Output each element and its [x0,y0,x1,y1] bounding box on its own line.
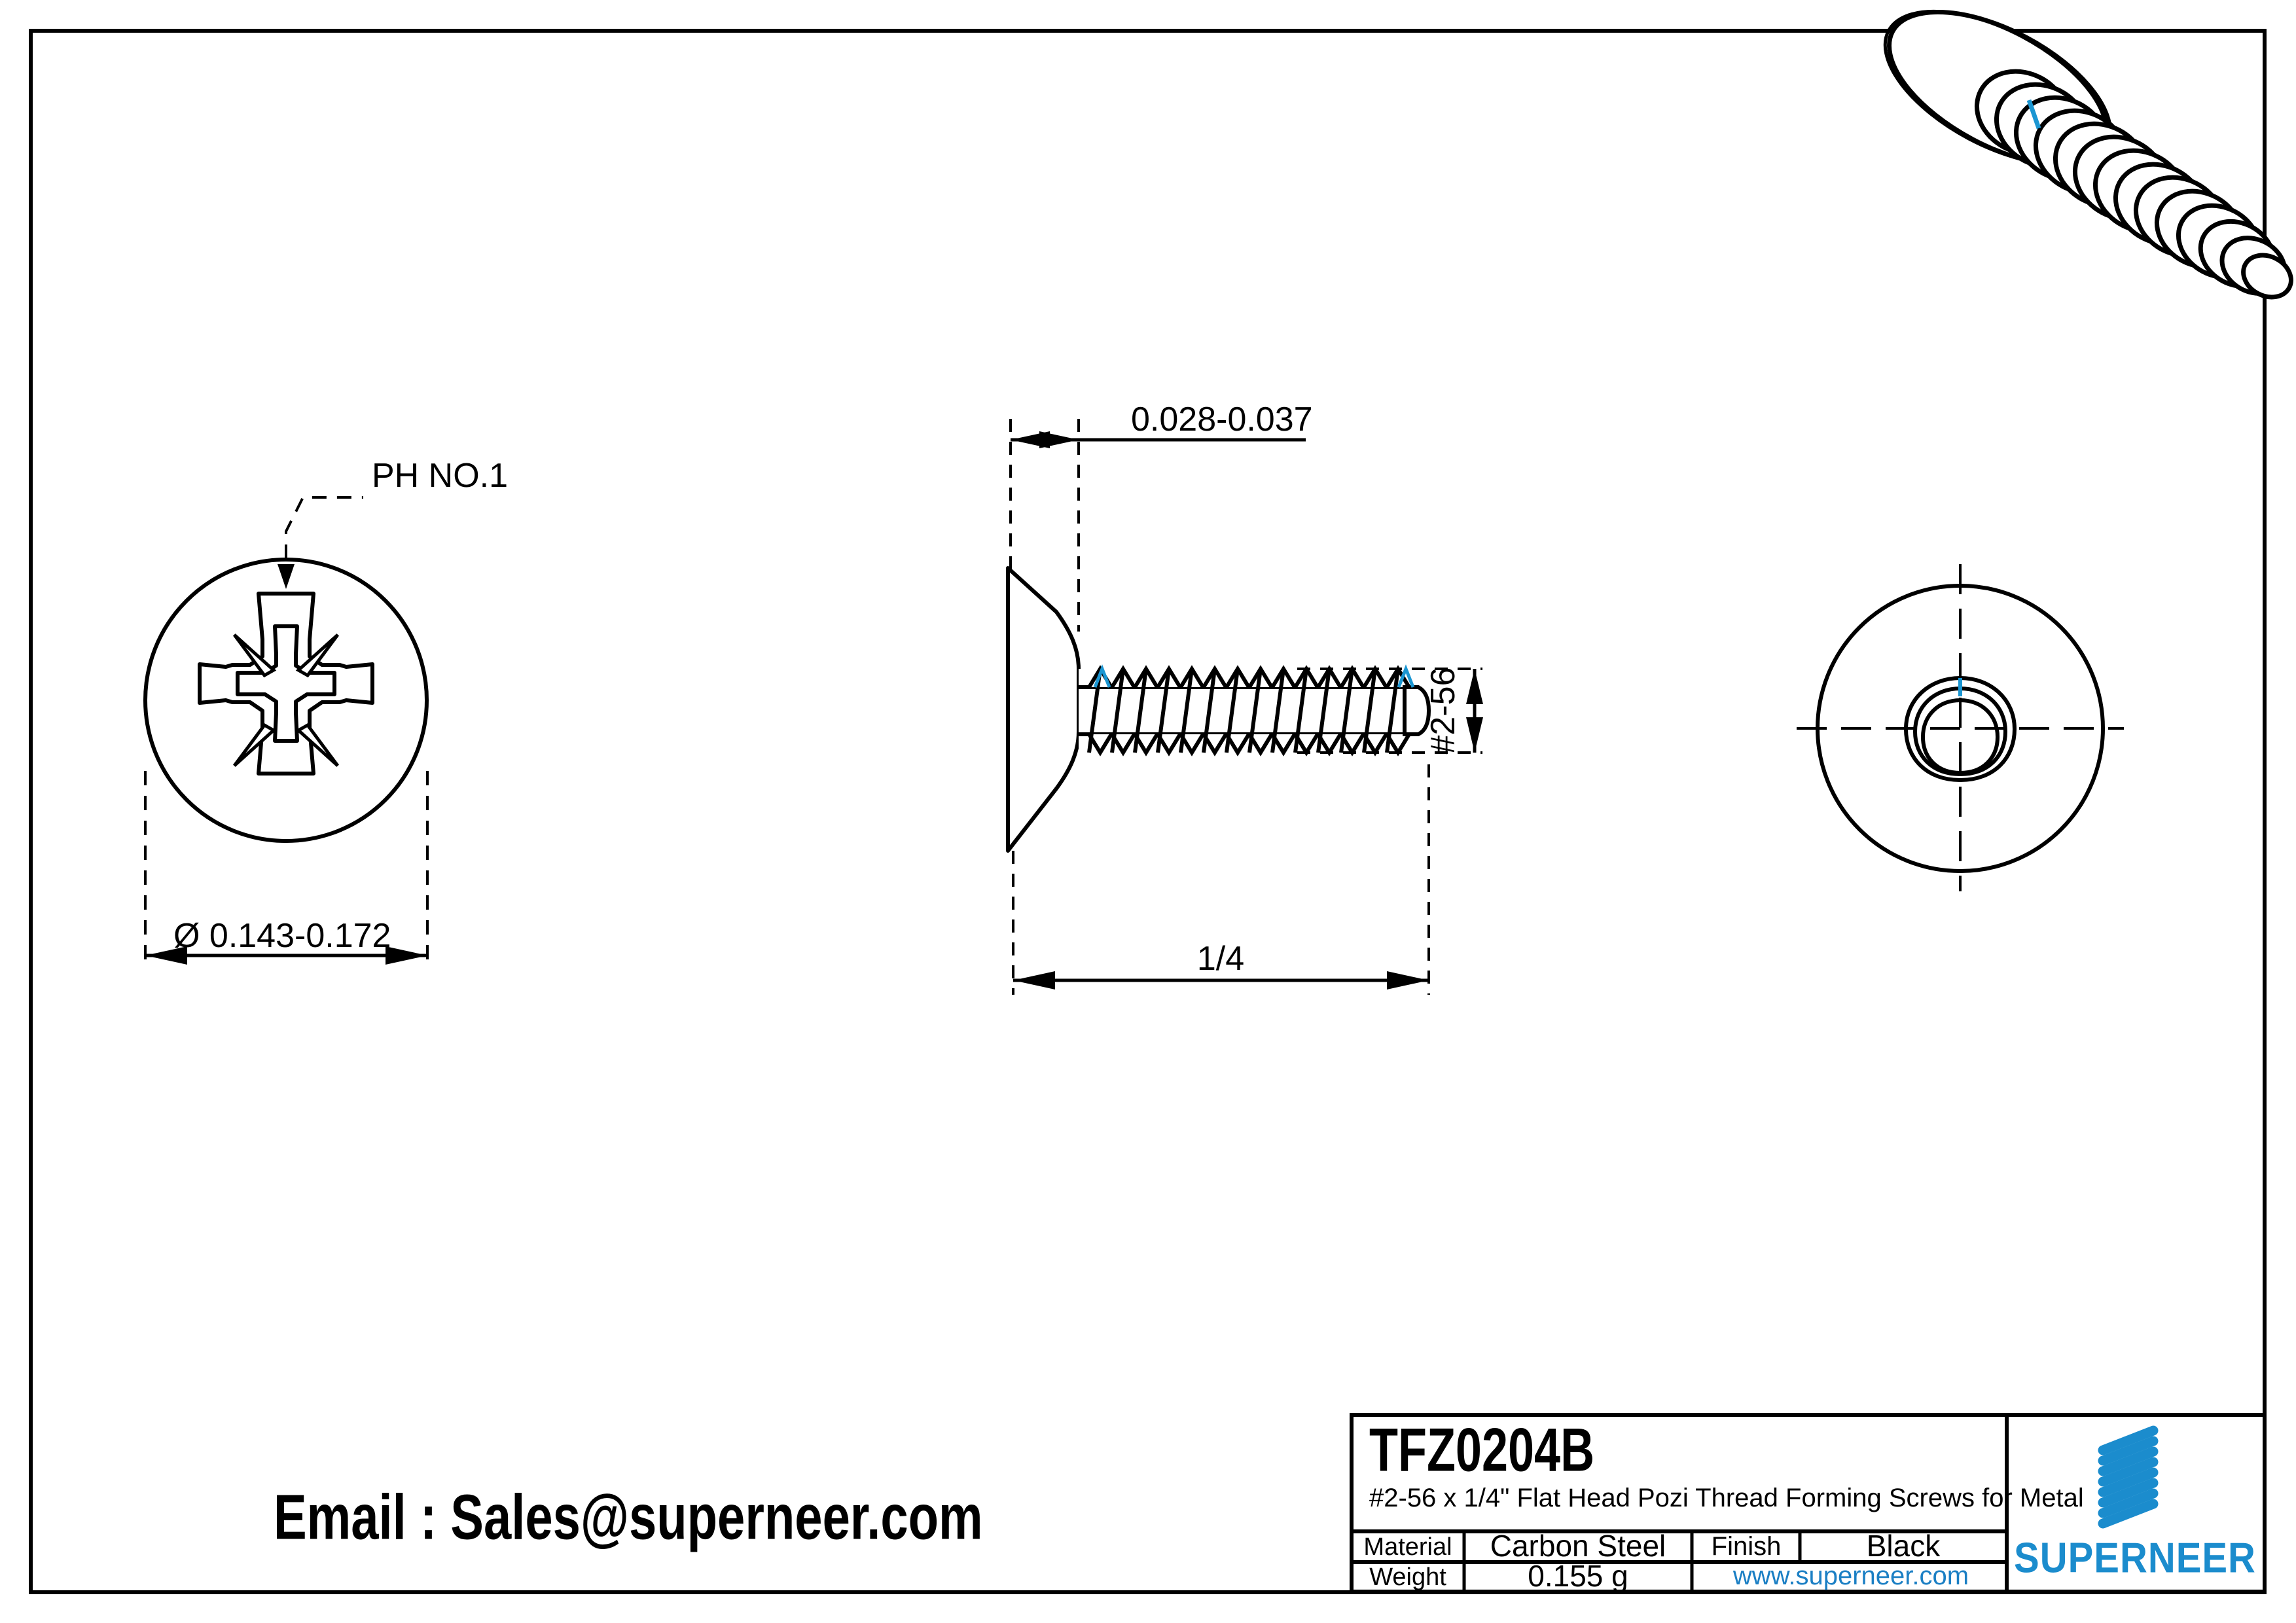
thread-helix-lines [1087,668,1400,753]
pozidriv-recess [198,592,374,776]
leader-arrowhead [278,564,295,589]
isometric-screw [1883,9,2293,300]
finish-label: Finish [1712,1532,1782,1561]
head-outline-circle [143,558,429,843]
bottom-head-circle [1816,584,2105,873]
iso-thread-coils [1974,69,2293,300]
recess-callout-label: PH NO.1 [372,457,508,495]
length-label: 1/4 [1197,940,1244,978]
superneer-logo: SUPERNEER [2014,1425,2256,1582]
website-link[interactable]: www.superneer.com [1732,1561,1969,1590]
material-label: Material [1363,1533,1452,1561]
head-height-dimension [1011,431,1306,448]
part-number: TFZ0204B [1369,1416,1594,1484]
head-view: PH NO.1 Ø 0.143-0.172 [143,457,508,970]
sheet-border [29,29,2267,1594]
thread-size-dimension [1297,668,1483,754]
material-value: Carbon Steel [1490,1529,1666,1563]
brand-wordmark: SUPERNEER [2014,1534,2256,1582]
thread-size-label: #2-56 [1424,668,1462,755]
screw-tip [1403,685,1431,736]
bottom-view [1797,564,2124,891]
length-dimension [1013,971,1429,990]
email-text: Email : Sales@superneer.com [274,1482,983,1552]
side-view: 0.028-0.037 [1006,401,1483,995]
thread-highlight [1093,664,1415,688]
iso-thread-highlight [2026,99,2041,130]
head-diameter-label: Ø 0.143-0.172 [173,917,391,955]
trilobe-inner [1920,698,2000,776]
part-description: #2-56 x 1/4" Flat Head Pozi Thread Formi… [1369,1484,2084,1512]
finish-value: Black [1867,1529,1941,1563]
trilobe-outer [1903,675,2017,783]
countersunk-head [1006,566,1081,853]
head-height-label: 0.028-0.037 [1131,401,1313,438]
title-block: TFZ0204B #2-56 x 1/4" Flat Head Pozi Thr… [1350,1413,2267,1594]
weight-value: 0.155 g [1528,1559,1628,1593]
weight-label: Weight [1369,1563,1446,1591]
recess-callout-leader [278,496,363,589]
logo-stripes-icon [2098,1425,2159,1529]
head-diameter-dimension [145,946,427,965]
